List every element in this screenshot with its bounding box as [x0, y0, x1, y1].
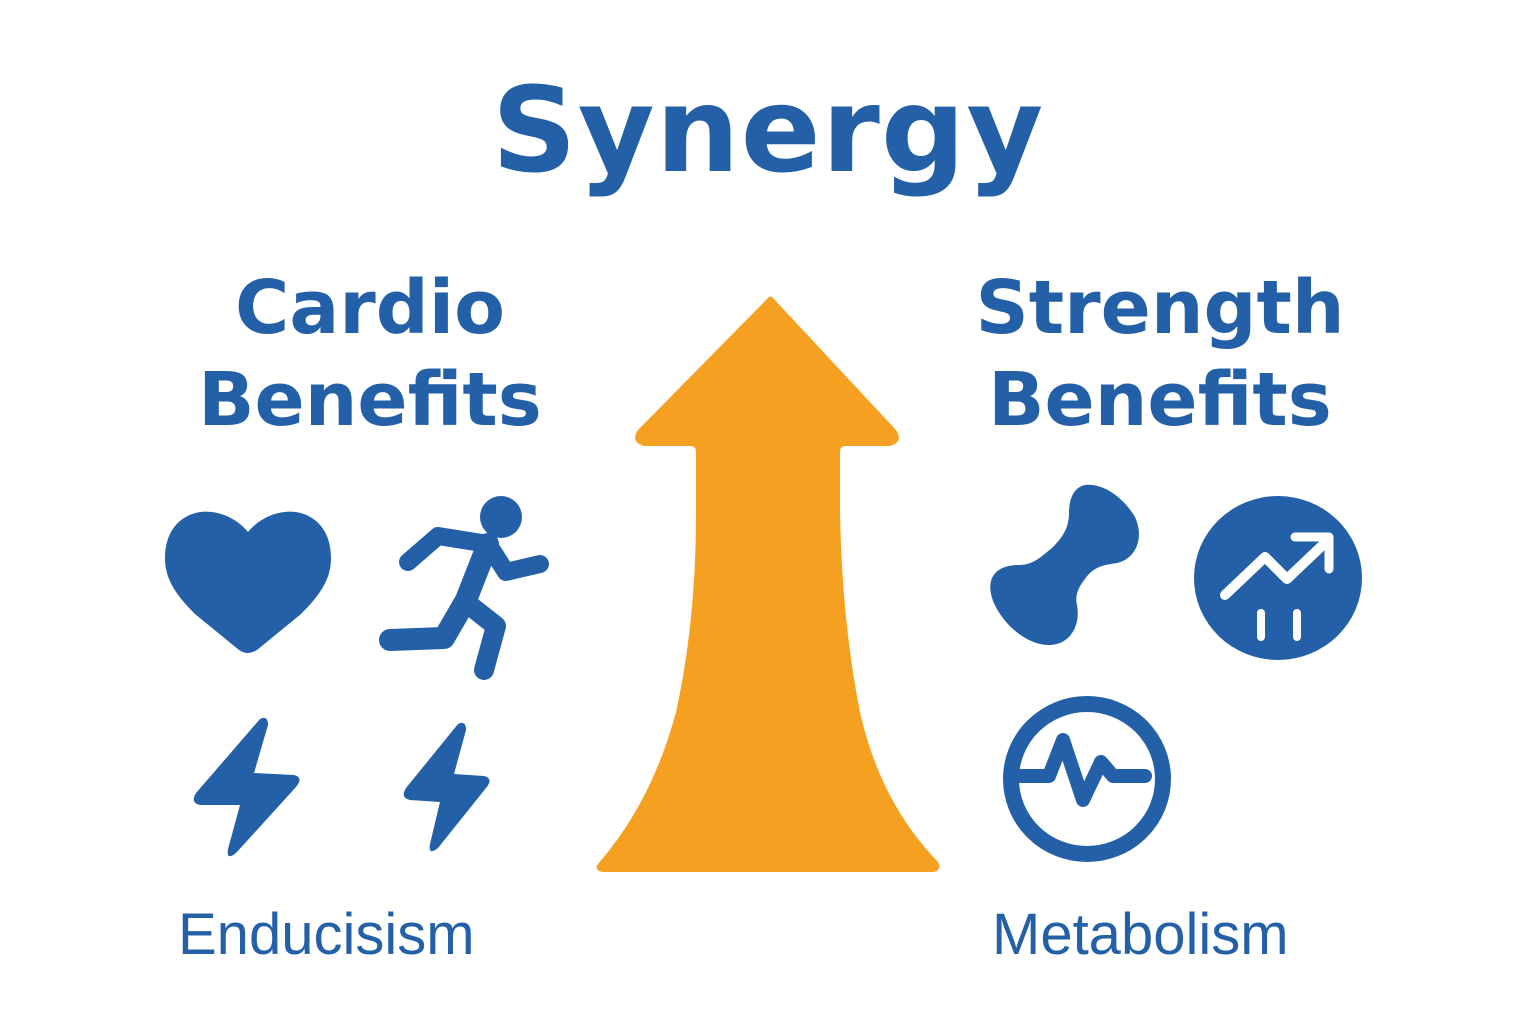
strength-benefits-heading: Strength Benefits	[950, 262, 1370, 446]
cardio-caption: Enducisism	[178, 902, 475, 967]
up-arrow-icon	[590, 292, 950, 882]
heart-icon	[165, 510, 331, 655]
bone-icon	[985, 483, 1140, 648]
page-title: Synergy	[491, 61, 1045, 199]
lightning-bolt-icon	[190, 715, 305, 860]
cardio-benefits-heading: Cardio Benefits	[160, 262, 580, 446]
running-person-icon	[378, 492, 553, 692]
heartbeat-pulse-icon	[1003, 696, 1171, 862]
strength-caption: Metabolism	[992, 902, 1289, 967]
cardio-heading-line1: Cardio	[235, 265, 505, 351]
strength-heading-line1: Strength	[975, 265, 1345, 351]
lightning-bolt-icon	[400, 720, 495, 855]
strength-heading-line2: Benefits	[988, 357, 1332, 443]
cardio-heading-line2: Benefits	[198, 357, 542, 443]
growth-chart-icon	[1193, 495, 1363, 661]
